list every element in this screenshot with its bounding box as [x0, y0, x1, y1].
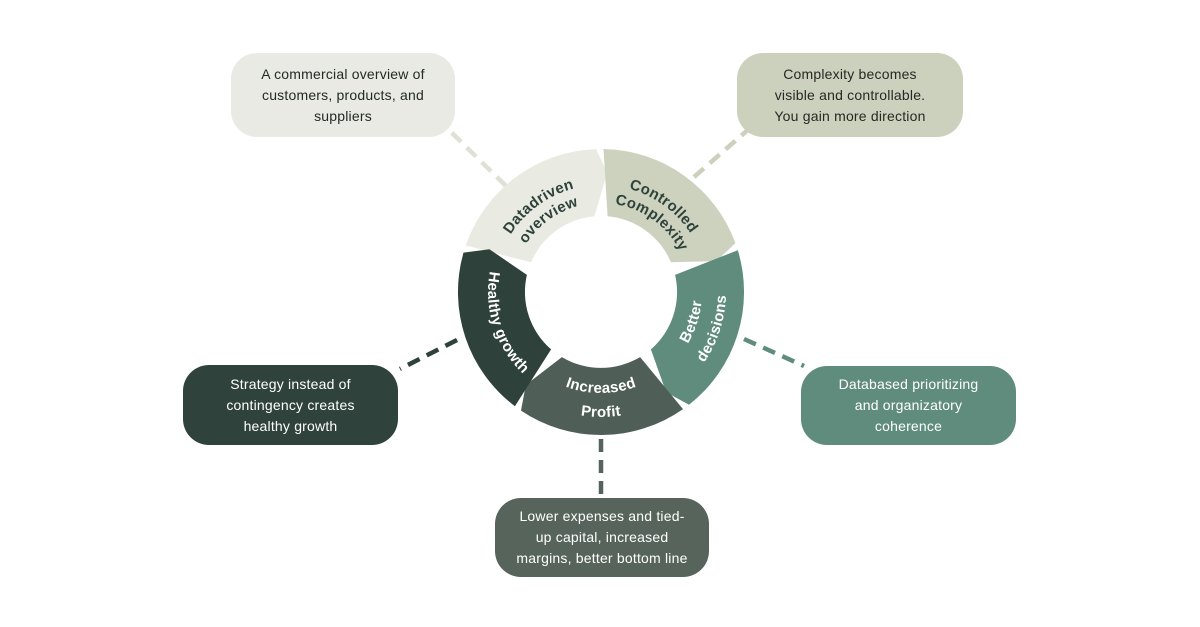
callout-healthy-growth: Strategy instead of contingency creates …	[183, 365, 398, 445]
segment-label-increased-profit-line2: Profit	[580, 402, 622, 421]
segment-datadriven-overview	[465, 149, 608, 263]
connector-datadriven-overview	[448, 129, 508, 188]
segment-better-decisions	[650, 250, 745, 405]
callout-datadriven-overview: A commercial overview of customers, prod…	[231, 53, 455, 137]
segment-healthy-growth	[457, 249, 552, 407]
callout-better-decisions: Databased prioritizing and organizatory …	[801, 366, 1016, 445]
segment-label-increased-profit-line1: Increased	[564, 374, 638, 397]
connector-controlled-complexity	[692, 126, 752, 179]
callout-controlled-complexity: Complexity becomes visible and controlla…	[737, 53, 963, 137]
callout-increased-profit: Lower expenses and tied- up capital, inc…	[495, 498, 709, 577]
segment-controlled-complexity	[603, 149, 736, 263]
connector-better-decisions	[743, 336, 805, 369]
connector-healthy-growth	[398, 337, 459, 372]
segment-increased-profit	[521, 357, 683, 436]
